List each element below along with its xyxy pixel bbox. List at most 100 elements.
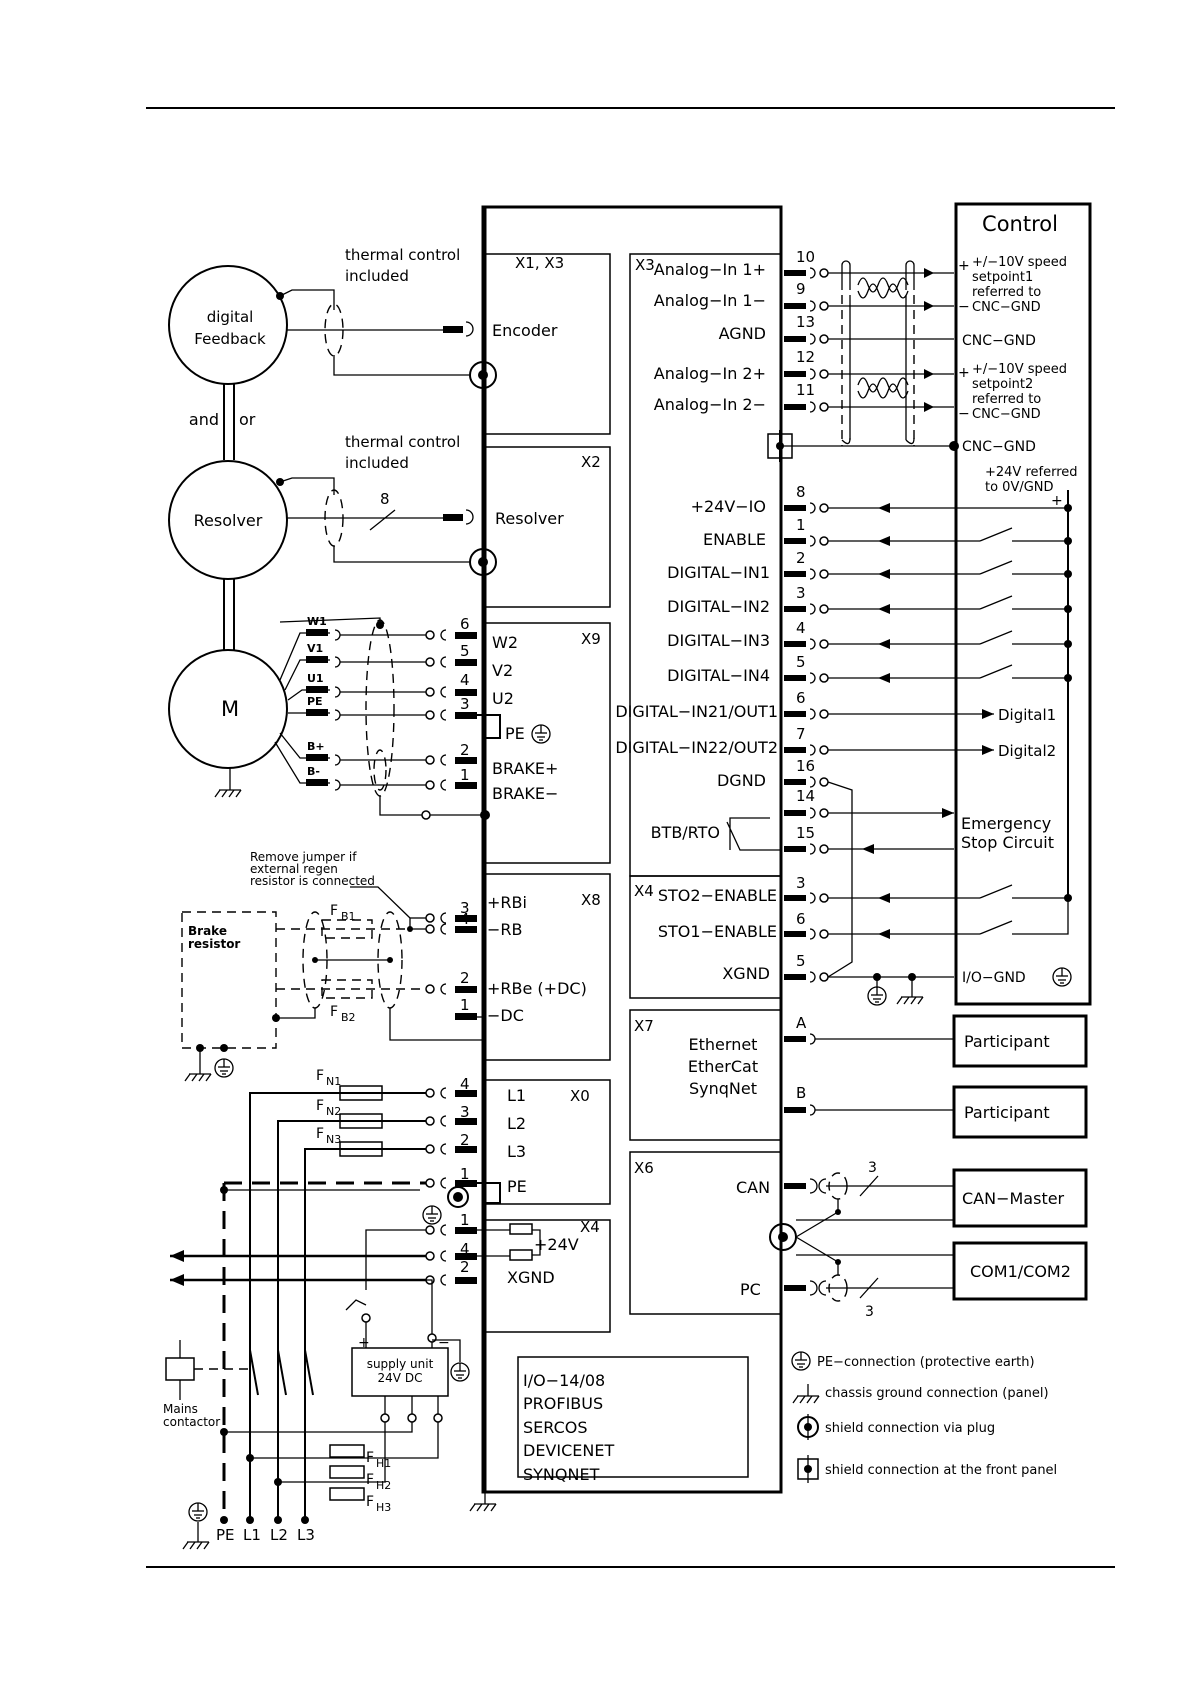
fuse-fb1-sub: B1 (341, 910, 356, 923)
thermal-label-1: thermal control (345, 246, 460, 264)
x9-pin: 3 (460, 695, 470, 713)
option-item: SYNQNET (523, 1465, 600, 1484)
cnc-gnd-label: CNC−GND (962, 439, 1036, 455)
control-box (954, 202, 1092, 1006)
x7-line: SynqNet (689, 1079, 757, 1098)
x7-line: EtherCat (688, 1057, 758, 1076)
x3-digital-signal: DIGITAL−IN2 (667, 597, 770, 616)
supply-unit-box (351, 1347, 449, 1397)
can-master-label: CAN−Master (962, 1189, 1065, 1208)
fuse-fb2: F (330, 1004, 338, 1020)
cnc-gnd-label: CNC−GND (962, 333, 1036, 349)
com-box (952, 1241, 1088, 1301)
x0-signal: L3 (507, 1142, 526, 1161)
x0-signal: PE (507, 1177, 527, 1196)
x7-line: Ethernet (689, 1035, 758, 1054)
fuse-fh1: F (366, 1450, 374, 1466)
thermal-label-1: included (345, 267, 409, 285)
x0-pin: 2 (460, 1131, 470, 1149)
x3-digital-signal: DIGITAL−IN21/OUT1 (615, 702, 778, 721)
legend-shield-plug-text: shield connection via plug (825, 1421, 995, 1436)
supply-unit-label: supply unit (367, 1357, 434, 1371)
x0-signals: L1 L2 L3 PE (507, 1086, 527, 1196)
setpoint1-label: referred to (972, 285, 1041, 300)
mains-label: L1 (243, 1526, 261, 1544)
x8-signal: −DC (487, 1006, 524, 1025)
fuse-fh2: F (366, 1472, 374, 1488)
mains-label: L2 (270, 1526, 288, 1544)
x3-pin: 10 (796, 248, 815, 266)
motor-circle (168, 649, 288, 769)
x3-analog-signal: Analog−In 1+ (654, 260, 766, 279)
x8-signal: +RBe (+DC) (487, 979, 587, 998)
x6-label: X6 (634, 1159, 654, 1177)
x0-pin: 4 (460, 1075, 470, 1093)
x4-sto-pin: 6 (796, 910, 806, 928)
x3-pin: 6 (796, 689, 806, 707)
emergency-label: Emergency (961, 814, 1051, 833)
x3-analog-signal: AGND (719, 324, 766, 343)
x8-box (484, 873, 611, 1061)
brake-resistor-label: resistor (188, 937, 240, 951)
setpoint1-label: setpoint1 (972, 270, 1033, 285)
option-item: PROFIBUS (523, 1394, 603, 1413)
fuse-fn3: F (316, 1126, 324, 1142)
x4-sto-pin: 3 (796, 874, 806, 892)
control-analog-labels: + +/−10V speed setpoint1 referred to − C… (958, 255, 1078, 509)
thermal-label-2: included (345, 454, 409, 472)
x4-sto-pins: 3 6 5 (784, 874, 829, 983)
digital1-label: Digital1 (998, 706, 1056, 724)
fuse-fb1: F (330, 903, 338, 919)
x3-digital-signal: ENABLE (703, 530, 766, 549)
x3-analog-signals: Analog−In 1+ Analog−In 1− AGND Analog−In… (654, 260, 766, 414)
x7-lines: Ethernet EtherCat SynqNet (688, 1035, 758, 1098)
setpoint1-label: +/−10V speed (972, 255, 1067, 270)
brake-resistor-box (181, 911, 277, 1049)
and-or-label: or (239, 410, 256, 429)
option-item: SERCOS (523, 1418, 588, 1437)
x4-sto-signal: STO1−ENABLE (658, 922, 777, 941)
x3-pin: 13 (796, 313, 815, 331)
x7-label: X7 (634, 1017, 654, 1035)
x9-pin: 5 (460, 642, 470, 660)
participant-a-label: Participant (964, 1032, 1050, 1051)
option-item: I/O−14/08 (523, 1371, 605, 1390)
x7-pin-a: A (796, 1014, 807, 1032)
x3-pin: 11 (796, 381, 815, 399)
x3-analog-signal: Analog−In 2+ (654, 364, 766, 383)
thermal-label-2: thermal control (345, 433, 460, 451)
options-list: I/O−14/08 PROFIBUS SERCOS DEVICENET SYNQ… (523, 1371, 614, 1484)
participant-b-box (952, 1085, 1088, 1139)
x9-signal: BRAKE− (492, 784, 558, 803)
x3-pin: 5 (796, 653, 806, 671)
x9-pin: 6 (460, 615, 470, 633)
cnc-gnd-label: CNC−GND (972, 300, 1041, 315)
motor-wire-label: V1 (307, 642, 323, 655)
analog-twisted-pairs (767, 260, 959, 462)
jumper-note: external regen (250, 862, 338, 876)
motor-wire-label: B- (307, 765, 320, 778)
x6-pc-label: PC (740, 1280, 761, 1299)
x4-sto-label: X4 (634, 882, 654, 900)
digital2-label: Digital2 (998, 742, 1056, 760)
brake-resistor-label: Brake (188, 924, 227, 938)
control-plus: + (1051, 493, 1063, 509)
x3-digital-signal: DGND (717, 771, 766, 790)
x1x3-box (484, 253, 611, 435)
mains-contactor-label: contactor (163, 1415, 220, 1429)
x9-pins: 6 5 4 3 2 1 (425, 615, 501, 791)
ref24-label: +24V referred (985, 465, 1078, 480)
jumper-note: resistor is connected (250, 874, 375, 888)
x9-pin: 4 (460, 671, 470, 689)
digital-io-wiring: Digital1 Digital2 Emergency Stop Circuit… (827, 490, 1072, 1006)
x3-pin: 2 (796, 549, 806, 567)
supply-section: 1 4 2 supply unit 24V DC + − (163, 1211, 541, 1550)
setpoint2-label: referred to (972, 392, 1041, 407)
digital-feedback-label: Feedback (194, 330, 266, 348)
legend-shield-front-text: shield connection at the front panel (825, 1463, 1057, 1478)
com-label: COM1/COM2 (970, 1262, 1071, 1281)
motor-wire-label: U1 (307, 672, 324, 685)
x0-signal: L1 (507, 1086, 526, 1105)
x3-pin: 15 (796, 824, 815, 842)
fuse-fh3: F (366, 1494, 374, 1510)
